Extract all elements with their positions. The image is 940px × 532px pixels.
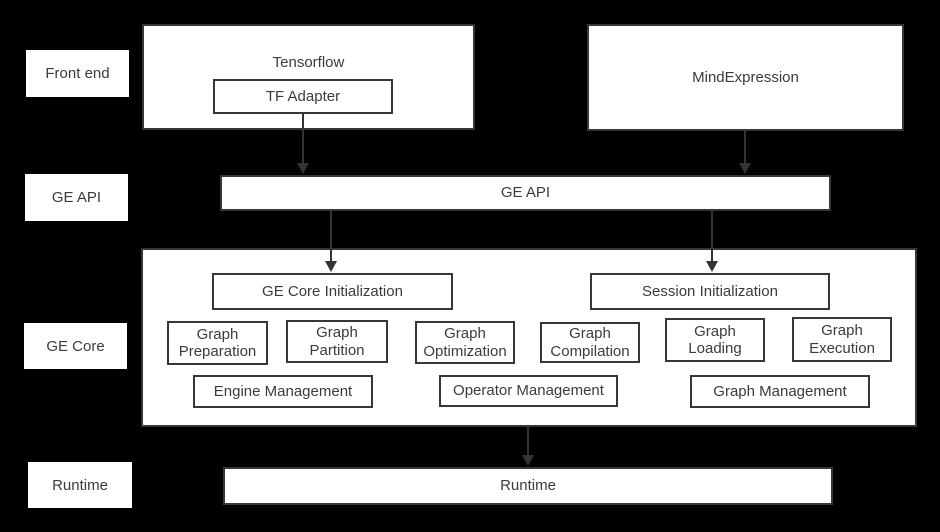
tf-adapter-label: TF Adapter xyxy=(265,87,341,105)
tensorflow-box: Tensorflow xyxy=(142,24,475,130)
arrow-ge-api-to-session-initialization xyxy=(706,211,718,272)
graph-execution-label: Graph Execution xyxy=(809,322,875,357)
arrow-ge-core-to-runtime xyxy=(522,427,534,466)
graph-compilation-label: Graph Compilation xyxy=(550,325,630,360)
graph-preparation-label: Graph Preparation xyxy=(178,325,257,360)
session-initialization-box: Session Initialization xyxy=(590,273,830,310)
operator-management-box: Operator Management xyxy=(439,375,618,407)
graph-partition-box: Graph Partition xyxy=(286,320,388,363)
arrow-tf-adapter-to-ge-api xyxy=(297,114,309,174)
graph-loading-label: Graph Loading xyxy=(688,322,742,357)
layer-label-front-end: Front end xyxy=(26,50,129,97)
arrow-mindexpression-to-ge-api xyxy=(739,131,751,174)
engine-management-box: Engine Management xyxy=(193,375,373,408)
graph-loading-box: Graph Loading xyxy=(665,318,765,362)
graph-preparation-box: Graph Preparation xyxy=(167,321,268,365)
ge-api-label: GE API xyxy=(500,184,551,202)
layer-label-runtime: Runtime xyxy=(28,462,132,508)
engine-management-label: Engine Management xyxy=(213,382,353,400)
mindexpression-box: MindExpression xyxy=(587,24,904,131)
layer-label-ge-core: GE Core xyxy=(24,323,127,369)
graph-optimization-label: Graph Optimization xyxy=(423,325,507,360)
runtime-box: Runtime xyxy=(223,467,833,505)
runtime-label: Runtime xyxy=(500,477,556,495)
operator-management-label: Operator Management xyxy=(453,382,604,400)
graph-execution-box: Graph Execution xyxy=(792,317,892,362)
ge-api-box: GE API xyxy=(220,175,831,211)
graph-compilation-box: Graph Compilation xyxy=(540,322,640,363)
graph-optimization-box: Graph Optimization xyxy=(415,321,515,364)
ge-core-initialization-box: GE Core Initialization xyxy=(212,273,453,310)
graph-management-box: Graph Management xyxy=(690,375,870,408)
graph-partition-label: Graph Partition xyxy=(309,324,365,359)
graph-management-label: Graph Management xyxy=(713,382,847,400)
session-initialization-label: Session Initialization xyxy=(642,282,778,300)
ge-core-initialization-label: GE Core Initialization xyxy=(262,282,403,300)
mindexpression-label: MindExpression xyxy=(692,68,799,86)
tensorflow-label: Tensorflow xyxy=(272,54,345,71)
layer-label-ge-api: GE API xyxy=(25,174,128,221)
tf-adapter-box: TF Adapter xyxy=(213,79,393,114)
arrow-ge-api-to-ge-core-initialization xyxy=(325,211,337,272)
